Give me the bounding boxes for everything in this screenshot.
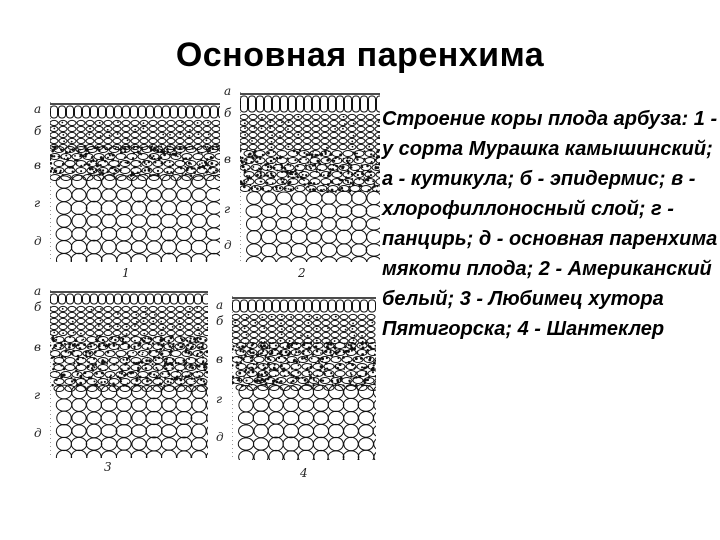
layer-label-4-g: г xyxy=(216,392,223,406)
panel-number-4: 4 xyxy=(300,466,308,480)
layer-label-4-v: в xyxy=(216,352,223,366)
cross-section-drawing-1 xyxy=(50,102,220,262)
layer-label-4-b: б xyxy=(216,314,224,328)
cross-section-drawing-3 xyxy=(50,290,208,458)
cross-section-panel-4 xyxy=(232,296,376,460)
layer-label-2-b: б xyxy=(224,106,232,120)
layer-label-1-g: г xyxy=(34,196,41,210)
layer-label-1-b: б xyxy=(34,124,42,138)
layer-label-2-g: г xyxy=(224,202,231,216)
figure-caption: Строение коры плода арбуза: 1 - у сорта … xyxy=(382,108,718,340)
panel-number-2: 2 xyxy=(298,266,306,280)
layer-label-3-d: д xyxy=(34,426,42,440)
layer-label-3-a: а xyxy=(34,284,42,298)
slide-title: Основная паренхима xyxy=(175,36,545,74)
cross-section-drawing-2 xyxy=(240,92,380,262)
panel-number-3: 3 xyxy=(104,460,112,474)
cross-section-panel-2 xyxy=(240,92,380,262)
cross-section-drawing-4 xyxy=(232,296,376,460)
layer-label-3-b: б xyxy=(34,300,42,314)
cross-section-panel-1 xyxy=(50,102,220,262)
layer-label-2-v: в xyxy=(224,152,231,166)
layer-label-3-v: в xyxy=(34,340,41,354)
layer-label-2-a: а xyxy=(224,84,232,98)
layer-label-4-a: а xyxy=(216,298,224,312)
panel-number-1: 1 xyxy=(122,266,130,280)
layer-label-1-a: а xyxy=(34,102,42,116)
layer-label-4-d: д xyxy=(216,430,224,444)
layer-label-3-g: г xyxy=(34,388,41,402)
layer-label-2-d: д xyxy=(224,238,232,252)
cross-section-panel-3 xyxy=(50,290,208,458)
layer-label-1-d: д xyxy=(34,234,42,248)
layer-label-1-v: в xyxy=(34,158,41,172)
